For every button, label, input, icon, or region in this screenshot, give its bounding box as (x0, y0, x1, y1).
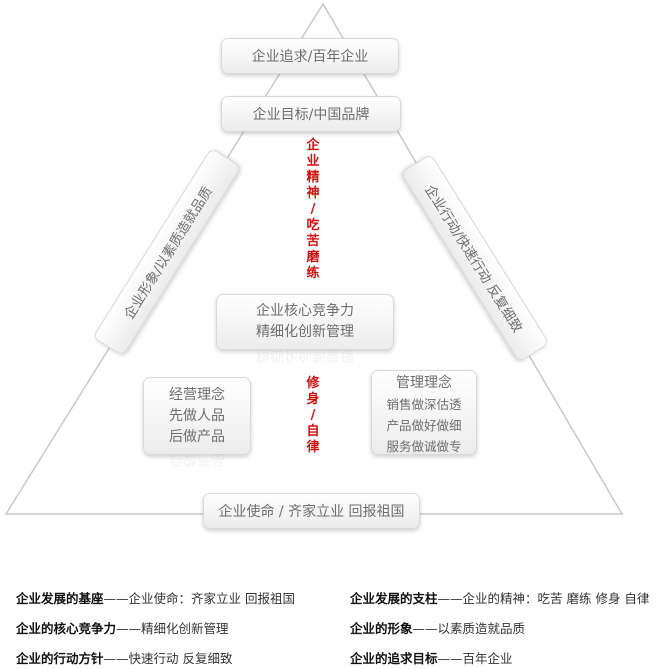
desc-image: 企业的形象——以素质造就品质 (350, 621, 526, 636)
management-line-1: 管理理念 (396, 375, 452, 391)
goal-label: 企业目标/中国品牌 (252, 107, 370, 123)
core-line-1: 企业核心竞争力 (256, 303, 354, 319)
goal-box: 企业目标/中国品牌 (221, 96, 401, 132)
operation-line-1: 经营理念 (169, 387, 225, 403)
operation-concept-box: 经营理念 先做人品 后做产品 (143, 377, 251, 455)
pursuit-label: 企业追求/百年企业 (251, 49, 369, 65)
desc-core: 企业的核心竞争力——精细化创新管理 (16, 621, 229, 636)
management-concept-box: 管理理念 销售做深估透 产品做好做细 服务做诚做专 (371, 370, 477, 455)
core-box: 企业核心竞争力 精细化创新管理 (216, 294, 394, 350)
spirit-vertical-top: 企业精神 / 吃苦 磨练 (303, 138, 323, 282)
spirit-vertical-bottom: 修身 / 自律 (303, 376, 323, 456)
mission-box: 企业使命 / 齐家立业 回报祖国 (203, 493, 420, 529)
management-line-4: 服务做诚做专 (386, 439, 462, 454)
management-line-3: 产品做好做细 (386, 418, 462, 433)
desc-action: 企业的行动方针——快速行动 反复细致 (16, 651, 233, 666)
mission-label: 企业使命 / 齐家立业 回报祖国 (218, 504, 405, 520)
operation-line-2: 先做人品 (169, 408, 225, 424)
operation-line-3: 后做产品 (169, 429, 225, 445)
desc-pillar: 企业发展的支柱——企业的精神：吃苦 磨练 修身 自律 (350, 591, 650, 606)
desc-pursuit: 企业的追求目标——百年企业 (350, 651, 513, 666)
spirit-top-text: 企业精神 / 吃苦 磨练 (306, 138, 320, 281)
core-line-2: 精细化创新管理 (256, 324, 354, 340)
spirit-bottom-text: 修身 / 自律 (306, 376, 320, 455)
desc-foundation: 企业发展的基座——企业使命：齐家立业 回报祖国 (16, 591, 295, 606)
management-line-2: 销售做深估透 (386, 397, 462, 412)
pursuit-box: 企业追求/百年企业 (221, 38, 399, 74)
